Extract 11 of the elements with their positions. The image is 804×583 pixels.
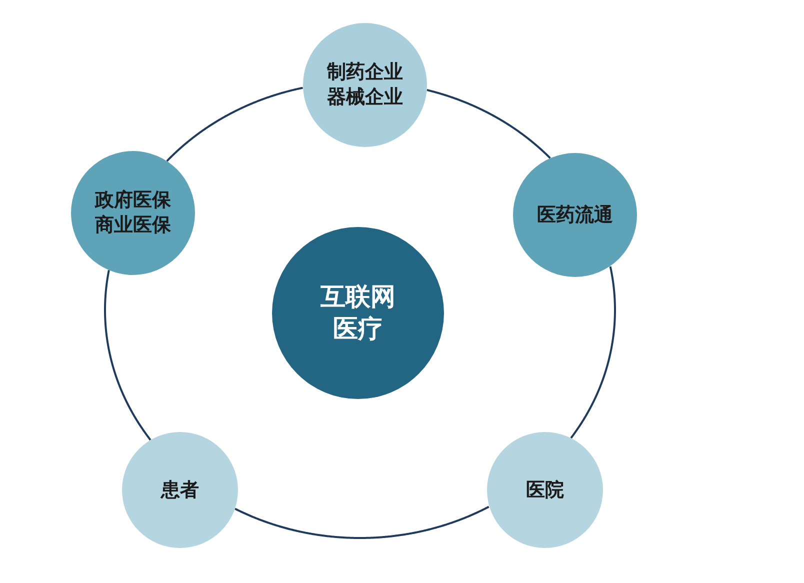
node-label: 医院	[526, 478, 564, 502]
node-label: 政府医保商业医保	[94, 188, 172, 238]
node-label: 制药企业器械企业	[326, 60, 404, 110]
ring-arc-connector	[426, 89, 551, 159]
ring-arc-connector	[166, 86, 304, 162]
node-label: 医药流通	[537, 202, 613, 228]
node-label: 互联网医疗	[320, 280, 396, 345]
ring-arc-connector	[570, 266, 616, 439]
ring-arc-connector	[234, 506, 490, 539]
ring-arc-connector	[104, 270, 152, 441]
node-label: 患者	[161, 478, 199, 502]
